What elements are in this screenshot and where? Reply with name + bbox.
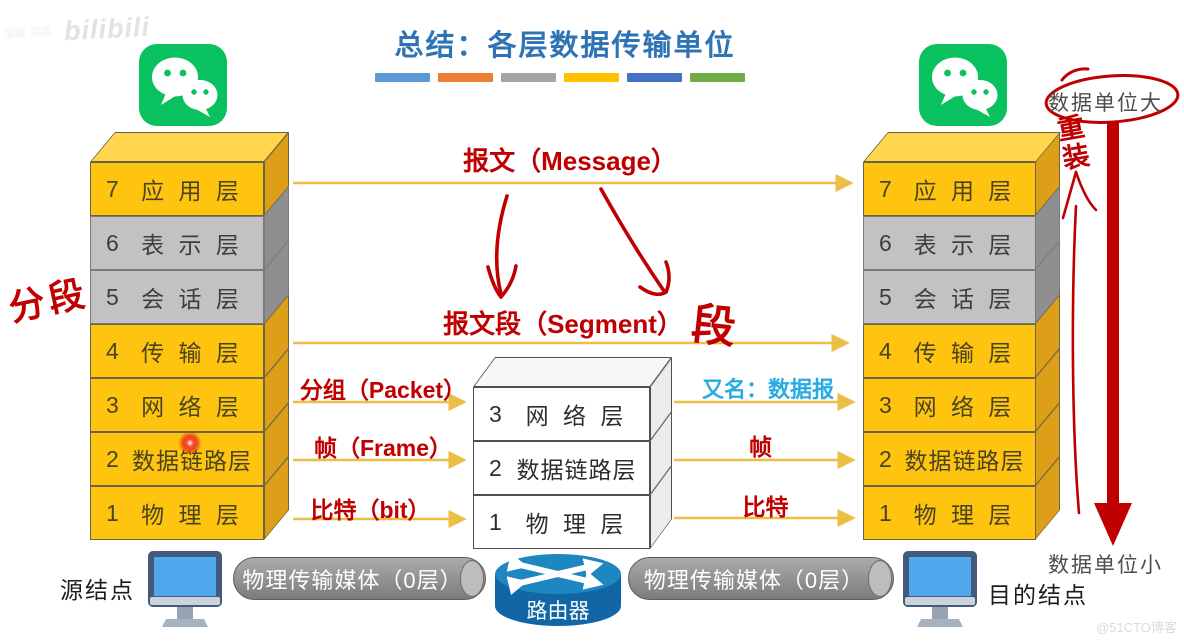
stack-top-face <box>473 357 673 387</box>
stack-top-face <box>863 132 1061 162</box>
physical-medium-right: 物理传输媒体（0层） <box>628 557 894 600</box>
watermark-bilibili: bilibili <box>63 11 151 47</box>
accent-dash <box>564 73 619 82</box>
label-segment: 报文段（Segment） <box>443 309 683 339</box>
label-bit: 比特（bit） <box>310 497 431 523</box>
handwriting-segmenting: 分段 <box>5 272 92 329</box>
label-frame: 帧（Frame） <box>313 435 453 461</box>
note-data-unit-small: 数据单位小 <box>1048 554 1163 577</box>
label-alias-datagram: 又名：数据报 <box>701 377 834 402</box>
router-icon: 路由器 <box>495 553 621 626</box>
wechat-icon <box>139 44 227 126</box>
handwriting-segment-char: 段 <box>689 299 738 354</box>
watermark-51cto: @51CTO博客 <box>1096 620 1177 635</box>
source-node-label: 源结点 <box>60 577 135 603</box>
label-bit-right: 比特 <box>742 494 789 520</box>
reassembly-up-line <box>1071 204 1081 515</box>
data-size-down-arrow <box>1094 122 1132 546</box>
accent-dash <box>690 73 745 82</box>
accent-dash <box>438 73 493 82</box>
accent-dash <box>627 73 682 82</box>
router-label: 路由器 <box>527 600 590 623</box>
computer-icon <box>903 551 977 627</box>
label-frame-right: 帧 <box>749 434 772 460</box>
watermark-logo: ≡≡ ≡≡ <box>3 20 52 44</box>
page-title: 总结：各层数据传输单位 <box>394 30 736 62</box>
split-arrow-left <box>494 194 509 296</box>
wechat-icon <box>919 44 1007 126</box>
label-packet: 分组（Packet） <box>299 377 467 403</box>
physical-medium-left: 物理传输媒体（0层） <box>233 557 486 600</box>
title-accent-dashes <box>375 73 745 82</box>
split-arrow-right <box>599 187 666 293</box>
accent-dash <box>501 73 556 82</box>
dest-node-label: 目的结点 <box>988 582 1088 608</box>
computer-icon <box>148 551 222 627</box>
stack-top-face <box>90 132 289 162</box>
note-data-unit-large: 数据单位大 <box>1048 92 1163 115</box>
accent-dash <box>375 73 430 82</box>
label-message: 报文（Message） <box>463 146 677 176</box>
